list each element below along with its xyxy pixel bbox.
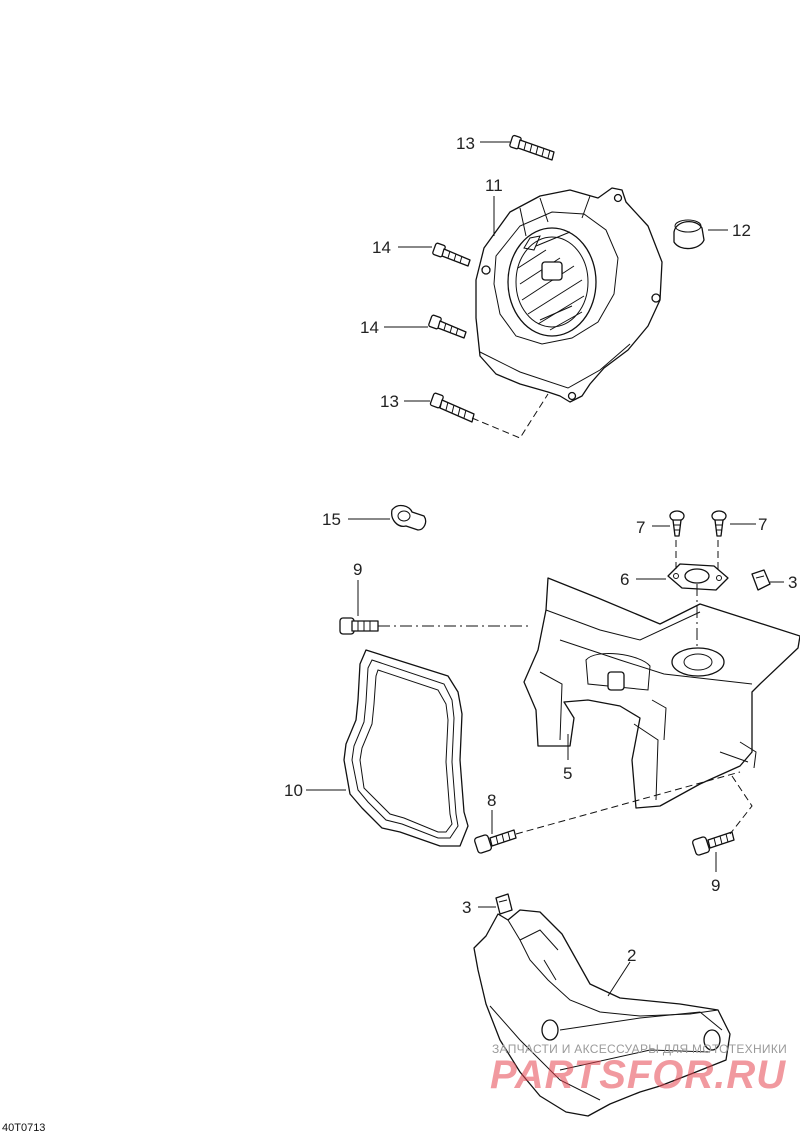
grommet-plate-part-6 [667, 563, 729, 591]
callout-2: 2 [627, 946, 636, 965]
watermark-caption: ЗАПЧАСТИ И АКСЕССУАРЫ ДЛЯ МОТОТЕХНИКИ [492, 1042, 787, 1056]
callout-14-upper: 14 [372, 238, 391, 257]
clip-part-15 [391, 504, 427, 531]
clip-nut-part-3-lower [495, 893, 513, 915]
watermark: ЗАПЧАСТИ И АКСЕССУАРЫ ДЛЯ МОТОТЕХНИКИ PA… [490, 1042, 787, 1097]
cylinder-shroud-part-5 [523, 577, 800, 809]
callout-3-upper: 3 [788, 573, 797, 592]
bolt-part-8 [474, 829, 517, 854]
callout-7-left: 7 [636, 518, 645, 537]
lower-shroud-part-2 [473, 909, 731, 1117]
callout-12: 12 [732, 221, 751, 240]
callout-11: 11 [485, 176, 503, 195]
callout-15: 15 [322, 510, 341, 529]
assembly-lines [378, 393, 753, 835]
clip-nut-part-3-upper [751, 569, 771, 591]
callout-13-lower: 13 [380, 392, 399, 411]
diagram-code: 40T0713 [2, 1122, 45, 1134]
bolt-part-9-left [339, 617, 379, 635]
callout-6: 6 [620, 570, 629, 589]
callout-9-left: 9 [353, 560, 362, 579]
callout-5: 5 [563, 764, 572, 783]
screw-part-14-lower [428, 314, 467, 339]
screw-part-13-top [509, 134, 555, 161]
screw-part-14-upper [432, 242, 471, 267]
screw-part-7-right [711, 510, 727, 537]
screw-part-13-lower [429, 392, 475, 423]
plug-part-12 [673, 219, 705, 250]
gasket-part-10 [343, 649, 469, 847]
callout-3-lower: 3 [462, 898, 471, 917]
callout-10: 10 [284, 781, 303, 800]
screw-part-7-left [669, 510, 685, 537]
callout-13-top: 13 [456, 134, 475, 153]
callout-9-right: 9 [711, 876, 720, 895]
callout-14-lower: 14 [360, 318, 379, 337]
callout-7-right: 7 [758, 515, 767, 534]
watermark-brand: PARTSFOR.RU [490, 1053, 786, 1097]
callout-numbers: 13 11 12 14 14 13 15 9 7 7 6 3 5 10 8 9 … [284, 134, 797, 965]
leader-lines [306, 141, 784, 997]
bolt-part-9-right [692, 831, 735, 856]
fan-cover-part-11 [475, 187, 663, 403]
callout-8: 8 [487, 791, 496, 810]
